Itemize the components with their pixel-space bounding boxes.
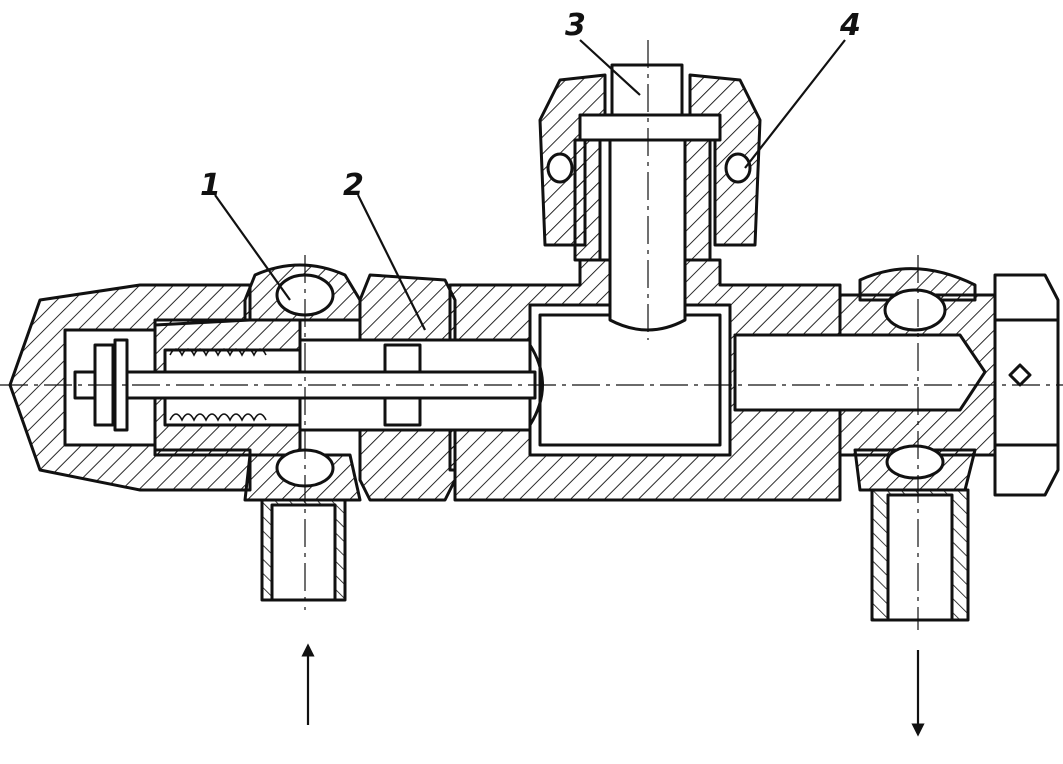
callout-1: 1 (200, 168, 221, 203)
flow-arrows (301, 643, 925, 737)
top-pipe-fitting (578, 63, 722, 142)
right-housing (733, 267, 1002, 492)
callout-3: 3 (565, 8, 586, 43)
callout-2: 2 (343, 168, 364, 203)
spring-guide (153, 318, 302, 457)
callout-labels: 1 2 3 4 (200, 8, 861, 203)
inlet-pipe (260, 498, 347, 602)
leader-lines (214, 39, 846, 331)
callout-4: 4 (839, 8, 861, 43)
valve-body (448, 258, 842, 502)
outlet-pipe (870, 488, 970, 622)
center-axes (0, 40, 1063, 630)
inlet-boss (243, 263, 362, 502)
